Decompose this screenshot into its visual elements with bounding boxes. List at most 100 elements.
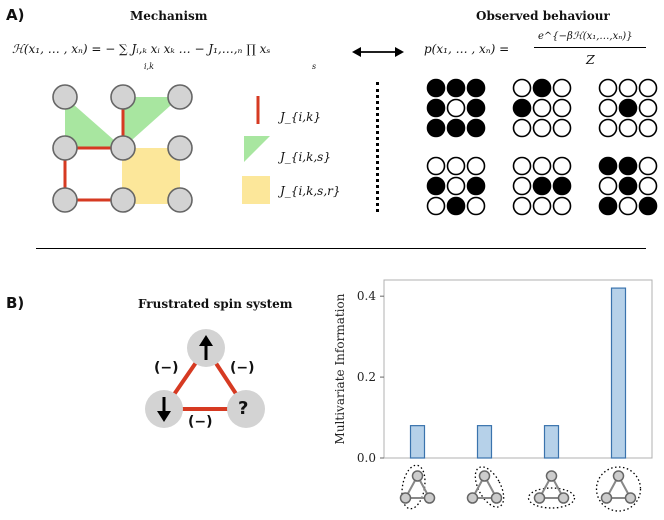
spin-empty (532, 196, 552, 216)
spin-empty (618, 196, 638, 216)
spin-filled (532, 78, 552, 98)
mechanism-lattice (52, 84, 193, 213)
unknown-spin-label: ? (238, 398, 249, 419)
spin-pattern (512, 78, 572, 138)
category-glyph (466, 466, 505, 508)
lattice-node (110, 187, 136, 213)
hamiltonian-equation: ℋ(x₁, … , xₙ) = − ∑ Jᵢ,ₖ xᵢ xₖ … − J₁,…,… (12, 42, 271, 56)
spin-empty (552, 156, 572, 176)
y-tick-label: 0.4 (357, 289, 376, 303)
glyph-node (411, 470, 424, 482)
legend-pair-label: J_{i,k} (280, 110, 322, 124)
panel-a-label: A) (6, 6, 25, 24)
glyph-node (423, 492, 436, 504)
spin-empty (512, 118, 532, 138)
sum-index: i,k (144, 62, 154, 71)
spin-empty (446, 156, 466, 176)
spin-filled (426, 176, 446, 196)
spin-filled (532, 176, 552, 196)
spin-filled (618, 98, 638, 118)
spin-empty (552, 196, 572, 216)
bar (543, 425, 560, 459)
dotted-enclosure (595, 466, 642, 512)
prod-index: s (312, 62, 317, 71)
spin-filled (426, 118, 446, 138)
frustrated-title: Frustrated spin system (138, 297, 293, 311)
lattice-node (167, 135, 193, 161)
spin-empty (466, 156, 486, 176)
spin-empty (618, 118, 638, 138)
spin-patterns (426, 78, 658, 216)
spin-empty (512, 78, 532, 98)
triplet-interaction-left (65, 97, 123, 148)
observed-title: Observed behaviour (476, 9, 610, 23)
spin-filled (618, 156, 638, 176)
lattice-node (52, 187, 78, 213)
down-arrow-icon (157, 397, 171, 422)
spin-empty (598, 78, 618, 98)
spin-empty (532, 98, 552, 118)
spin-filled (552, 176, 572, 196)
spin-filled (466, 176, 486, 196)
glyph-node (600, 492, 613, 504)
spin-empty (598, 176, 618, 196)
edge-sign-bottom: (−) (188, 414, 213, 430)
glyph-node (545, 470, 558, 482)
glyph-node (490, 492, 503, 504)
spin-empty (638, 118, 658, 138)
spin-pattern (598, 78, 658, 138)
glyph-node (533, 492, 546, 504)
y-tick-label: 0.0 (357, 451, 376, 465)
glyph-node (624, 492, 637, 504)
legend-quadruplet-swatch (242, 176, 270, 204)
spin-filled (446, 78, 466, 98)
spin-filled (446, 196, 466, 216)
fraction-bar (534, 47, 646, 48)
glyph-node (399, 492, 412, 504)
dotted-separator (376, 82, 379, 212)
lattice-node (52, 135, 78, 161)
spin-empty (532, 156, 552, 176)
section-divider (36, 248, 646, 249)
spin-pattern (512, 156, 572, 216)
spin-empty (638, 98, 658, 118)
frustrated-triangle (145, 329, 265, 428)
spin-empty (638, 156, 658, 176)
edge-sign-left: (−) (154, 360, 179, 376)
y-axis-label: Multivariate Information (333, 293, 347, 444)
legend-quadruplet-label: J_{i,k,s,r} (280, 184, 341, 198)
spin-empty (552, 78, 572, 98)
spin-pattern (426, 156, 486, 216)
lattice-node (167, 187, 193, 213)
category-glyph (527, 470, 576, 509)
spin-empty (638, 176, 658, 196)
category-glyph (399, 464, 436, 510)
spin-pattern (598, 156, 658, 216)
spin-empty (638, 78, 658, 98)
up-arrow-icon (199, 335, 213, 360)
glyph-node (557, 492, 570, 504)
legend-swatches (242, 96, 270, 204)
spin-empty (598, 118, 618, 138)
dotted-enclosure (474, 466, 505, 508)
spin-filled (598, 196, 618, 216)
double-arrow-icon (352, 47, 404, 57)
spin-filled (466, 118, 486, 138)
probability-numerator: e^{−βℋ(x₁,…,xₙ)} (538, 31, 633, 42)
panel-b-label: B) (6, 294, 25, 312)
edge-sign-right: (−) (230, 360, 255, 376)
spin-filled (426, 98, 446, 118)
spin-empty (598, 98, 618, 118)
spin-filled (512, 98, 532, 118)
legend-triplet-label: J_{i,k,s} (280, 150, 331, 164)
probability-denominator: Z (586, 52, 595, 67)
spin-empty (512, 156, 532, 176)
lattice-node (52, 84, 78, 110)
plot-frame (383, 279, 653, 459)
bar (476, 425, 493, 459)
spin-empty (532, 118, 552, 138)
spin-filled (466, 78, 486, 98)
bar (409, 425, 426, 459)
glyph-node (466, 492, 479, 504)
glyph-node (478, 470, 491, 482)
